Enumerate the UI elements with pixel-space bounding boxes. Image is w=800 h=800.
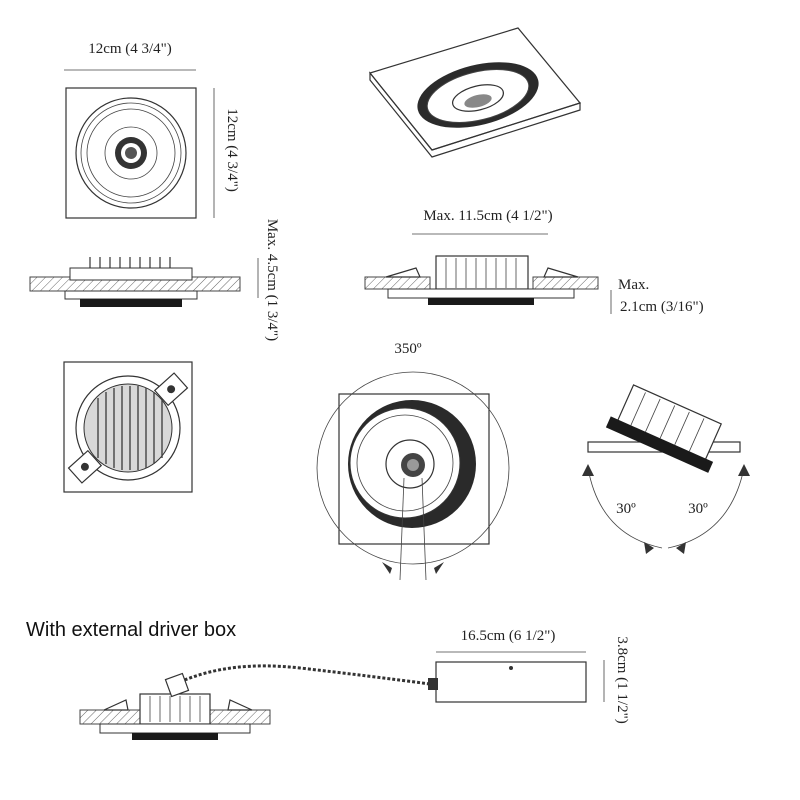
tilt-arc-right — [667, 467, 745, 549]
side-view-lens-bezel — [80, 299, 182, 307]
tilt-left-label: 30º — [616, 501, 636, 517]
tilt-view-body — [605, 384, 723, 473]
driver-height-label: 3.8cm (1 1/2") — [614, 636, 630, 723]
driver-view-body — [139, 693, 211, 725]
trim-depth-label-line2: 2.1cm (3/16") — [620, 299, 704, 315]
front-view-outer-ring — [75, 97, 187, 209]
driver-view: With external driver box 16.5cm (6 1/2")… — [26, 619, 630, 740]
rotation-view: 350º — [316, 341, 510, 581]
side-depth-label: Max. 4.5cm (1 3/4") — [264, 219, 280, 341]
top-width-label: 12cm (4 3/4") — [88, 41, 172, 57]
back-view-clips — [67, 372, 189, 484]
perspective-view — [368, 27, 582, 158]
tilt-view: 30º 30º — [582, 384, 750, 554]
trim-depth-label-line1: Max. — [618, 277, 649, 293]
front-view-square — [65, 87, 197, 219]
side-view-trim — [64, 290, 198, 300]
top-height-label: 12cm (4 3/4") — [224, 108, 240, 192]
section-body — [435, 255, 529, 290]
spring-clip-right — [543, 267, 579, 278]
side-view: Max. 4.5cm (1 3/4") — [29, 219, 280, 341]
driver-width-label: 16.5cm (6 1/2") — [461, 628, 556, 644]
section-view: Max. 11.5cm (4 1/2") Max. 2.1cm (3/16") — [364, 208, 704, 315]
section-trim — [387, 288, 575, 299]
tilt-arc-left — [587, 467, 663, 549]
tilt-right-label: 30º — [688, 501, 708, 517]
rotation-label: 350º — [394, 341, 422, 357]
driver-connector — [164, 672, 190, 698]
front-view-lens — [125, 147, 137, 159]
rotation-arc — [316, 371, 510, 565]
rotation-view-square — [338, 393, 490, 545]
back-view-body — [75, 375, 181, 481]
back-view — [63, 361, 193, 493]
cutout-width-label: Max. 11.5cm (4 1/2") — [423, 208, 552, 224]
front-view: 12cm (4 3/4") 12cm (4 3/4") — [64, 41, 240, 219]
spring-clip-left — [385, 267, 421, 278]
back-view-fins — [97, 386, 163, 470]
back-view-square — [63, 361, 193, 493]
driver-caption: With external driver box — [26, 619, 236, 641]
heatsink-fins — [89, 257, 171, 268]
driver-cable — [179, 664, 431, 686]
